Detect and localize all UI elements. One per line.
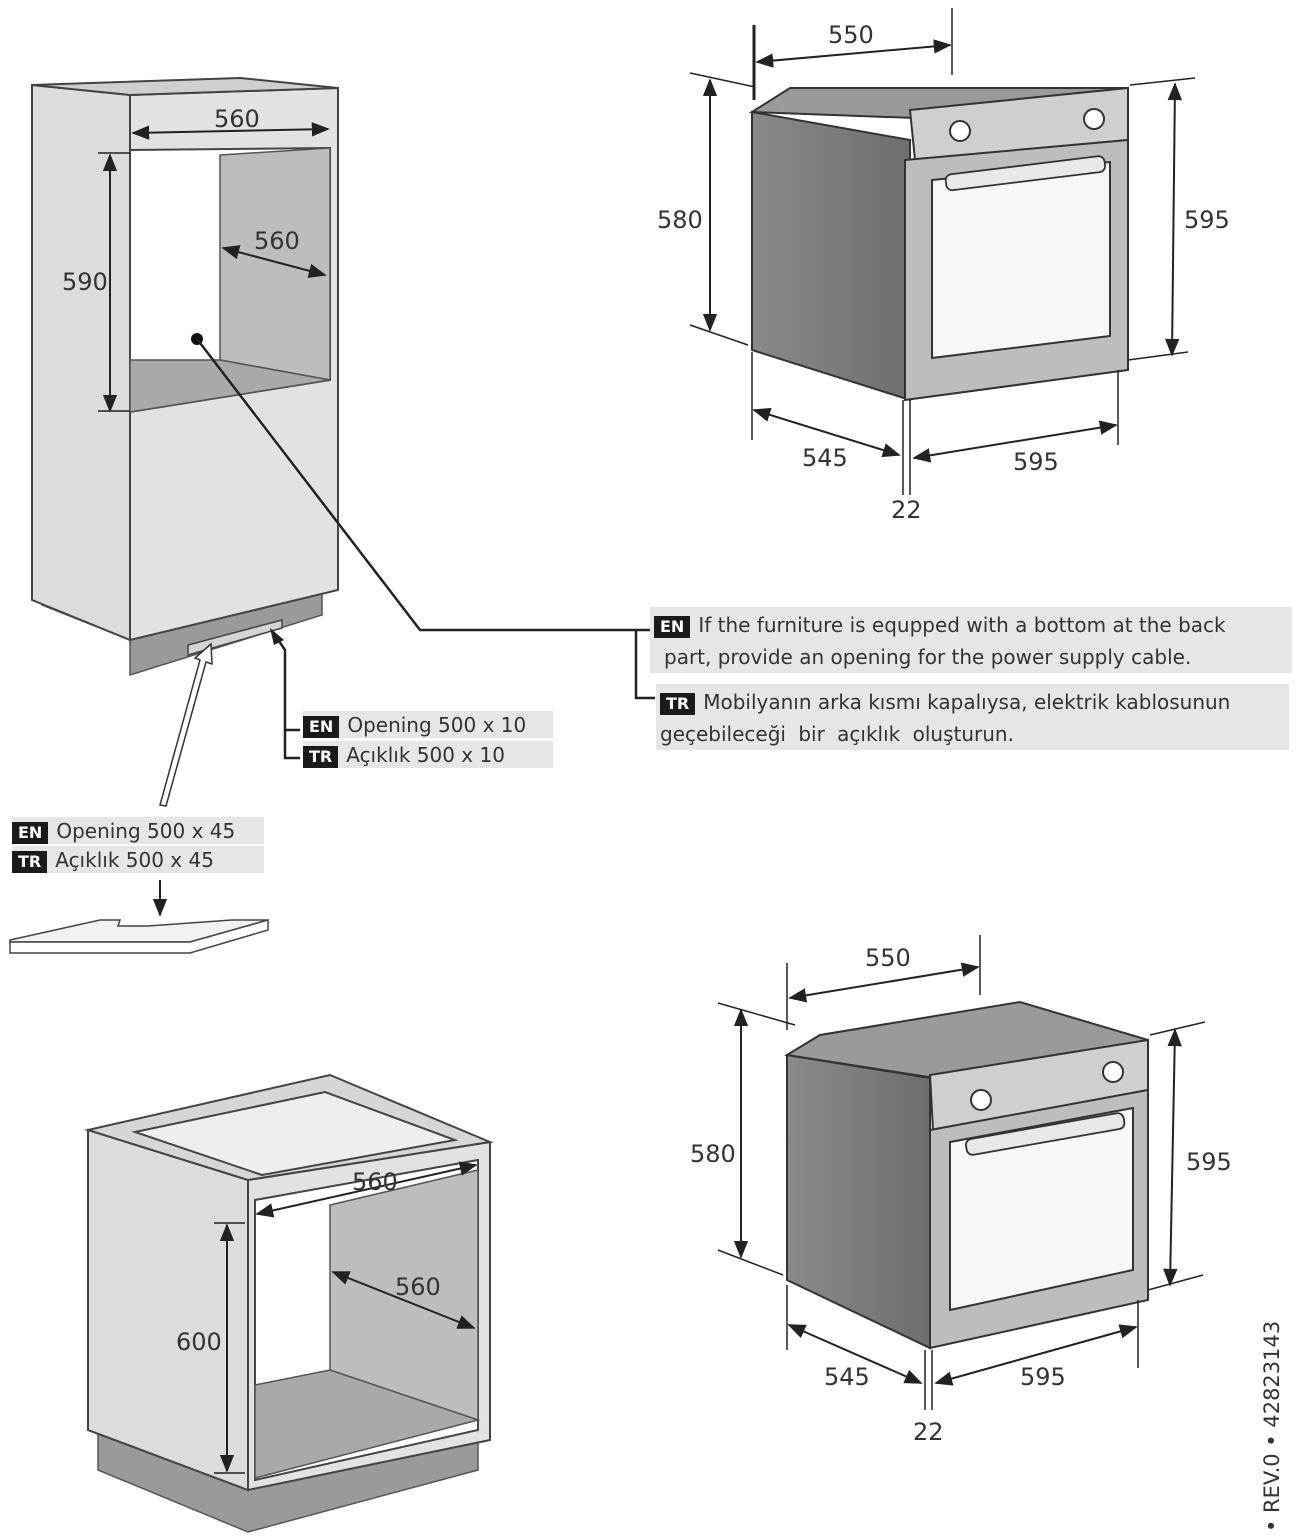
oven-bottom-width-bottom-label: 595	[1020, 1363, 1066, 1391]
opening-10-note-en-text: Opening 500 x 10	[347, 713, 527, 737]
oven-top-width-bottom-label: 595	[1013, 448, 1059, 476]
en-tag: EN	[12, 821, 49, 844]
tall-cabinet-width-label: 560	[214, 105, 260, 133]
oven-bottom-width-bottom-line	[934, 1324, 1138, 1386]
tr-tag: TR	[303, 745, 339, 768]
oven-top-panel-label: 22	[891, 496, 922, 524]
tall-cabinet-depth-line	[221, 245, 327, 278]
opening-45-note-en: EN Opening 500 x 45	[12, 817, 264, 844]
power-cable-note-tr-line1: Mobilyanın arka kısmı kapalıysa, elektri…	[703, 690, 1231, 714]
power-cable-note-tr: TR Mobilyanın arka kısmı kapalıysa, elekt…	[656, 684, 1289, 750]
base-cabinet-width-label: 560	[352, 1168, 398, 1196]
oven-top-depth-top-label: 550	[828, 21, 874, 49]
oven-bottom-depth-top-label: 550	[865, 944, 911, 972]
tall-cabinet-width-line	[131, 122, 330, 140]
base-cabinet	[84, 1073, 494, 1533]
oven-bottom-height-left-label: 580	[690, 1140, 736, 1168]
oven-top-depth-bottom-label: 545	[802, 444, 848, 472]
oven-top-height-left-label: 580	[657, 206, 703, 234]
oven-top-width-bottom-line	[912, 420, 1118, 463]
opening-45-note-tr: TR Açıklık 500 x 45	[12, 846, 264, 873]
power-cable-note-tr-line2: geçebileceği bir açıklık oluşturun.	[660, 722, 1014, 746]
oven-bottom-height-right-label: 595	[1186, 1148, 1232, 1176]
opening-45-note-tr-text: Açıklık 500 x 45	[55, 848, 214, 872]
oven-bottom-depth-top-line	[788, 962, 980, 1003]
oven-bottom	[784, 1000, 1149, 1350]
opening-10-note-tr: TR Açıklık 500 x 10	[303, 741, 553, 768]
base-cabinet-depth-label: 560	[395, 1273, 441, 1301]
tr-tag: TR	[660, 692, 696, 715]
tall-cabinet-depth-label: 560	[254, 227, 300, 255]
cut-board	[9, 919, 269, 954]
tall-cabinet-height-label: 590	[62, 268, 108, 296]
opening-10-note-en: EN Opening 500 x 10	[303, 711, 553, 738]
oven-bottom-panel-label: 22	[913, 1418, 944, 1446]
oven-bottom-depth-bottom-line	[787, 1324, 923, 1384]
opening-10-leader	[271, 631, 300, 732]
oven-bottom-height-right-line	[1163, 1028, 1182, 1287]
base-cabinet-depth-line	[331, 1271, 476, 1329]
power-cable-note-en-line1: If the furniture is equpped with a botto…	[698, 613, 1226, 637]
power-cable-note-en-line2: part, provide an opening for the power s…	[664, 645, 1192, 669]
power-cable-note-en: EN If the furniture is equpped with a bot…	[650, 607, 1292, 673]
oven-top	[748, 86, 1129, 402]
revision-code: • REV.0 • 42823143	[1260, 1320, 1284, 1532]
oven-top-depth-bottom-line	[752, 407, 901, 458]
tall-cabinet	[31, 76, 339, 677]
oven-top-height-right-line	[1164, 82, 1183, 357]
oven-top-depth-top-line	[755, 39, 952, 68]
en-tag: EN	[303, 715, 340, 738]
opening-10-note-tr-text: Açıklık 500 x 10	[346, 743, 505, 767]
oven-bottom-depth-bottom-label: 545	[824, 1363, 870, 1391]
opening-45-pointer	[159, 642, 213, 807]
opening-45-note-en-text: Opening 500 x 45	[56, 819, 236, 843]
tr-tag: TR	[12, 850, 48, 873]
en-tag: EN	[654, 615, 691, 638]
base-cabinet-height-label: 600	[176, 1328, 222, 1356]
power-cable-leader	[196, 338, 655, 632]
oven-top-height-right-label: 595	[1184, 206, 1230, 234]
base-cabinet-width-line	[255, 1161, 478, 1218]
